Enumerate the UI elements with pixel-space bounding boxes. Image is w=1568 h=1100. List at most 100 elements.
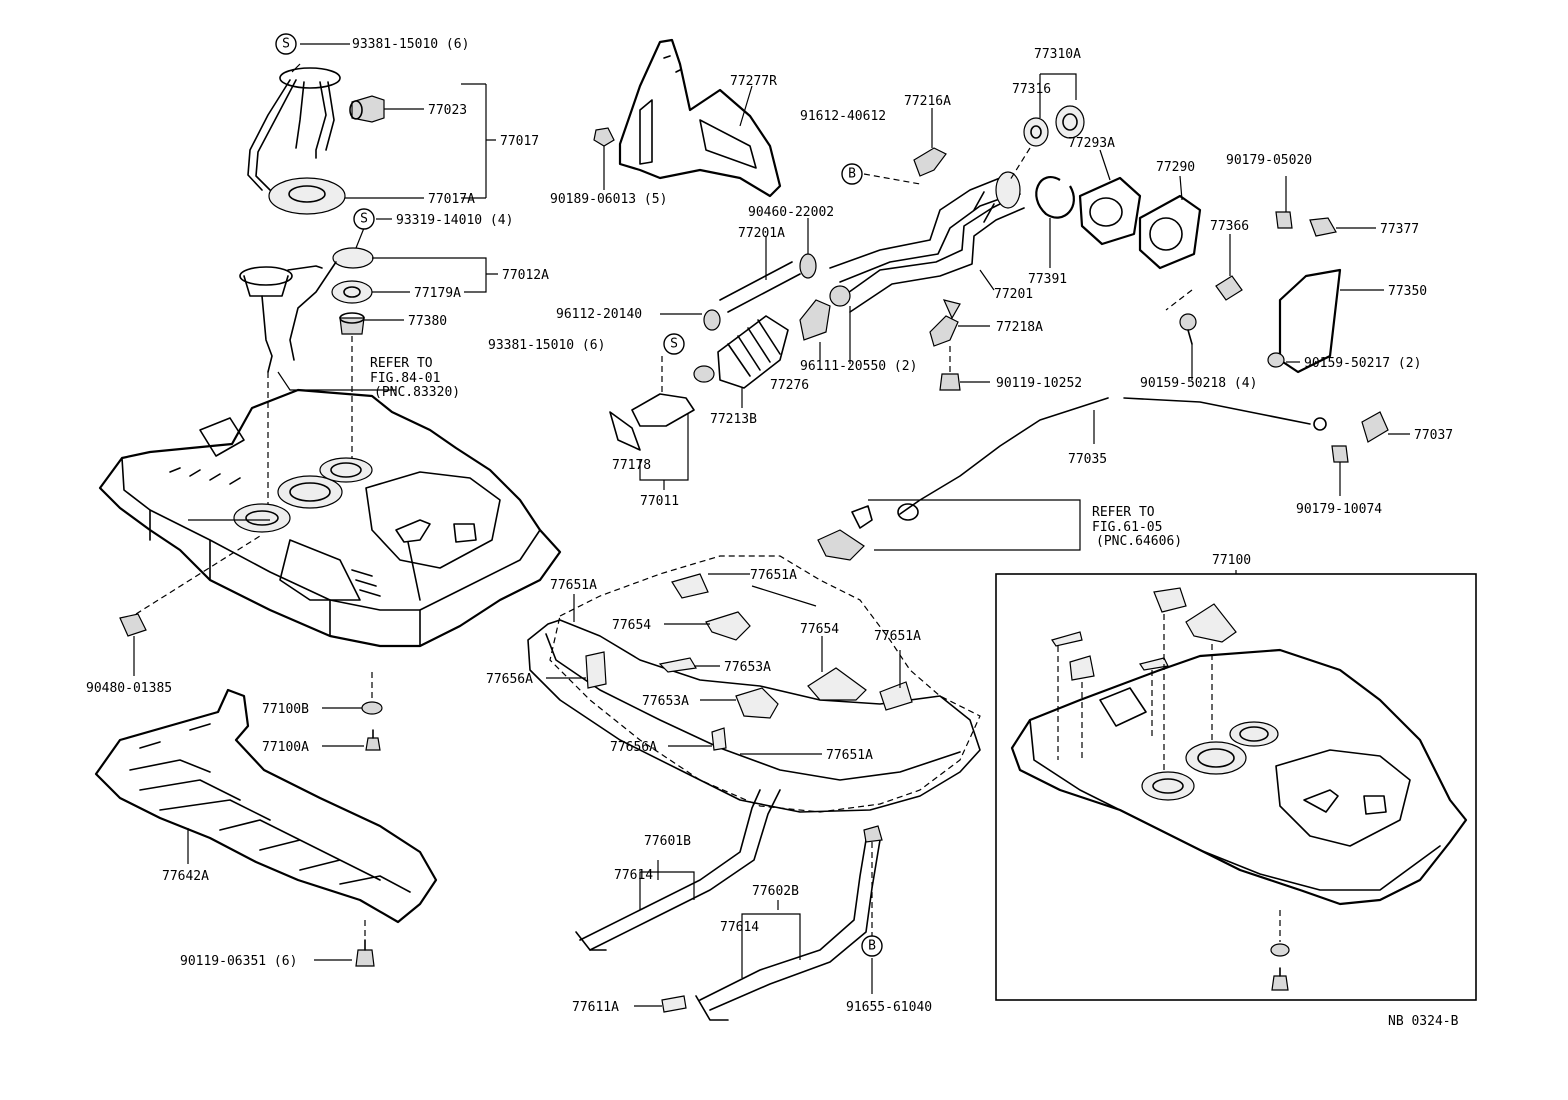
bolt-77100A <box>365 729 381 751</box>
label-77023: 77023 <box>428 103 467 118</box>
label-77656A-1: 77656A <box>486 672 533 687</box>
opener-cable-77035 <box>897 397 1327 521</box>
label-77100: 77100 <box>1212 553 1251 568</box>
label-91655-61040: 91655-61040 <box>846 1000 932 1015</box>
clip-90480 <box>119 613 147 637</box>
label-77350: 77350 <box>1388 284 1427 299</box>
symbol-s-top: S <box>275 33 297 55</box>
label-77201: 77201 <box>994 287 1033 302</box>
symbol-s-gauge: S <box>353 208 375 230</box>
label-77653A-1: 77653A <box>724 660 771 675</box>
label-93381-15010-top: 93381-15010 (6) <box>352 37 469 52</box>
label-77178: 77178 <box>612 458 651 473</box>
svg-text:S: S <box>360 212 368 227</box>
label-90480-01385: 90480-01385 <box>86 681 172 696</box>
label-77316: 77316 <box>1012 82 1051 97</box>
clamp-96111 <box>693 285 851 383</box>
label-77011: 77011 <box>640 494 679 509</box>
label-93381-15010-mid: 93381-15010 (6) <box>488 338 605 353</box>
label-77654-2: 77654 <box>800 622 839 637</box>
bolt-90119-06351 <box>355 939 375 967</box>
label-77100B: 77100B <box>262 702 309 717</box>
label-77276: 77276 <box>770 378 809 393</box>
label-77653A-2: 77653A <box>642 694 689 709</box>
label-77651A-2: 77651A <box>550 578 597 593</box>
label-90179-05020: 90179-05020 <box>1226 153 1312 168</box>
svg-text:B: B <box>848 167 856 182</box>
label-96112-20140: 96112-20140 <box>556 307 642 322</box>
label-93319-14010: 93319-14010 (4) <box>396 213 513 228</box>
housing-77293A <box>1078 176 1142 246</box>
label-77614-2: 77614 <box>720 920 759 935</box>
gasket-77017A <box>268 177 346 215</box>
tank-strap-77602B <box>695 839 881 1021</box>
clamp-90460 <box>799 253 817 279</box>
housing-77290 <box>1138 194 1202 270</box>
label-91612-40612: 91612-40612 <box>800 109 886 124</box>
symbol-b-strap: B <box>861 935 883 957</box>
part-labels: 93381-15010 (6) 77023 77017 77017A 93319… <box>86 37 1459 1029</box>
fuel-pump-bracket-77017 <box>247 67 341 191</box>
cushion-77611A <box>661 995 687 1013</box>
label-77651A-1: 77651A <box>750 568 797 583</box>
grommet-90179-05020 <box>1275 211 1293 229</box>
label-77651A-4: 77651A <box>826 748 873 763</box>
label-90159-50218: 90159-50218 (4) <box>1140 376 1257 391</box>
tank-protector-77642A <box>94 688 438 924</box>
label-90460-22002: 90460-22002 <box>748 205 834 220</box>
label-77290: 77290 <box>1156 160 1195 175</box>
nut-90189 <box>593 127 615 147</box>
label-90119-10252: 90119-10252 <box>996 376 1082 391</box>
protector-77276 <box>799 299 831 341</box>
label-refer-to-1: REFER TO <box>370 356 433 371</box>
sender-gauge-77012A <box>239 247 374 373</box>
label-77218A: 77218A <box>996 320 1043 335</box>
hinge-77366 <box>1215 275 1243 301</box>
symbol-b-clamp: B <box>841 163 863 185</box>
filler-inlet-77011 <box>609 393 695 451</box>
hose-77201A <box>719 261 801 313</box>
label-77614-1: 77614 <box>614 868 653 883</box>
label-77293A: 77293A <box>1068 136 1115 151</box>
insulator-pads <box>585 573 913 751</box>
label-77654-1: 77654 <box>612 618 651 633</box>
label-77310A: 77310A <box>1034 47 1081 62</box>
opener-lever-assy <box>817 505 873 561</box>
label-90189-06013: 90189-06013 (5) <box>550 192 667 207</box>
bolt-90119-10252 <box>939 373 961 391</box>
label-77611A: 77611A <box>572 1000 619 1015</box>
label-77601B: 77601B <box>644 834 691 849</box>
cushion-77380 <box>339 312 365 335</box>
symbol-s-filler: S <box>663 333 685 355</box>
label-77035: 77035 <box>1068 452 1107 467</box>
screw-90159-50217 <box>1267 352 1285 368</box>
tank-assembly-pads <box>1051 587 1237 681</box>
clip-strap <box>863 825 883 843</box>
bellows-77213B <box>717 315 789 389</box>
label-90159-50217: 90159-50217 (2) <box>1304 356 1421 371</box>
label-77201A: 77201A <box>738 226 785 241</box>
label-refer-to-2: REFER TO <box>1092 505 1155 520</box>
screw-90159-50218 <box>1179 313 1197 345</box>
label-77017: 77017 <box>500 134 539 149</box>
label-77366: 77366 <box>1210 219 1249 234</box>
svg-text:S: S <box>282 37 290 52</box>
label-fig-61-05: FIG.61-05 <box>1092 520 1162 535</box>
label-77012A: 77012A <box>502 268 549 283</box>
grommet-90179-10074 <box>1331 445 1349 463</box>
label-77213B: 77213B <box>710 412 757 427</box>
diagram-code: NB 0324-B <box>1388 1014 1459 1029</box>
label-77656A-2: 77656A <box>610 740 657 755</box>
label-90119-06351: 90119-06351 (6) <box>180 954 297 969</box>
svg-text:B: B <box>868 939 876 954</box>
label-77017A: 77017A <box>428 192 475 207</box>
fuel-tank-main <box>98 388 562 648</box>
label-77216A: 77216A <box>904 94 951 109</box>
cushion-77100B <box>361 701 383 715</box>
ring-77391 <box>1035 176 1075 219</box>
label-77277R: 77277R <box>730 74 777 89</box>
label-pnc-83320: (PNC.83320) <box>374 385 460 400</box>
label-96111-20550: 96111-20550 (2) <box>800 359 917 374</box>
svg-text:S: S <box>670 337 678 352</box>
